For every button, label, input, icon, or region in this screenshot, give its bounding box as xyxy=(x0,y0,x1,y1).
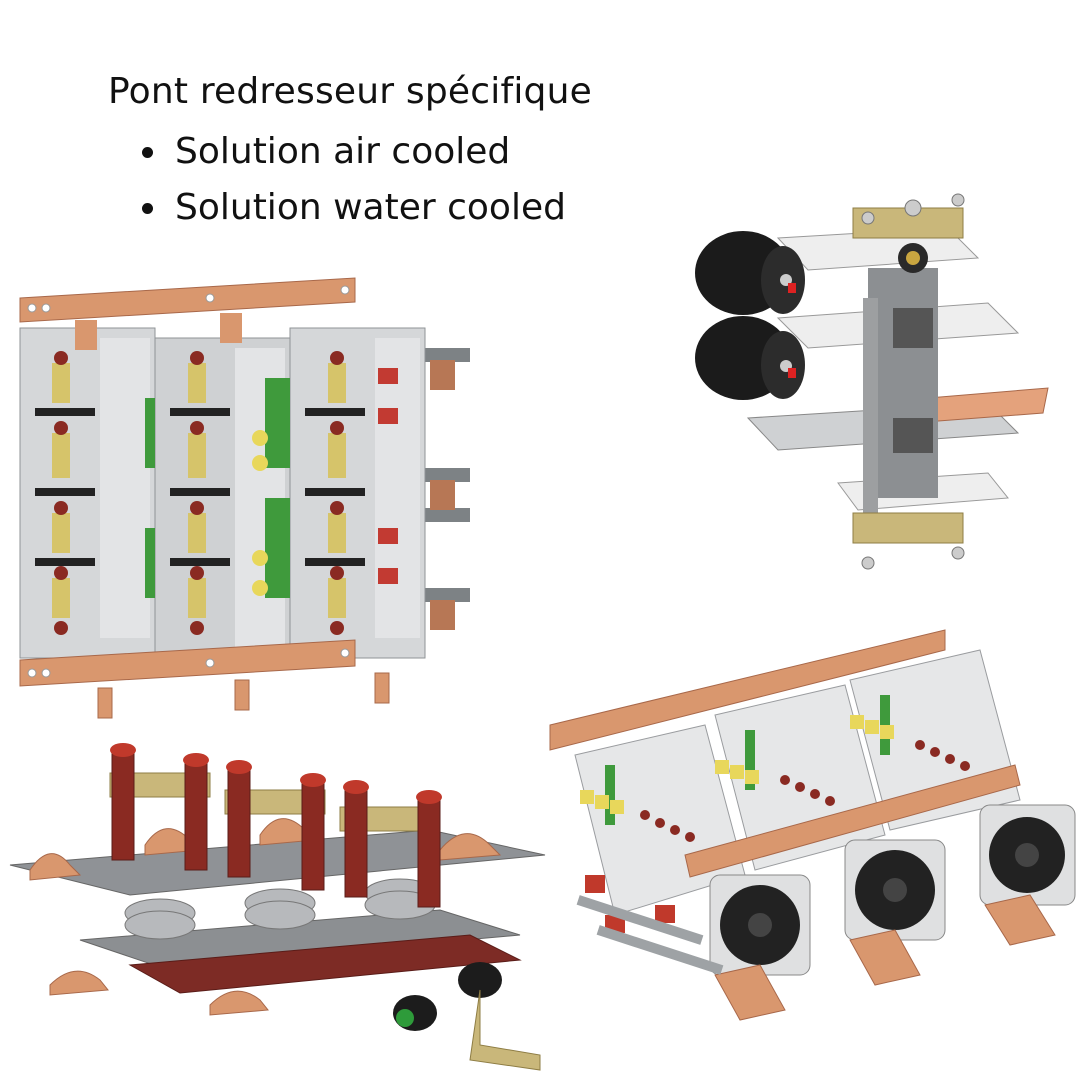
water-cooled-stacked-thyristor-assembly-icon xyxy=(695,193,1049,570)
bullet-icon xyxy=(142,202,153,214)
list-item: Solution water cooled xyxy=(142,180,566,236)
product-image-stacked-thyristor xyxy=(688,188,1058,580)
product-image-clamped-bridge xyxy=(0,735,555,1080)
bullet-icon xyxy=(142,146,153,158)
feature-list: Solution air cooled Solution water coole… xyxy=(142,124,566,236)
water-cooled-clamped-diode-bridge-icon xyxy=(9,743,546,1071)
product-image-fan-bridge xyxy=(545,615,1080,1035)
air-cooled-rectangular-rectifier-bridge-icon xyxy=(19,277,470,719)
air-cooled-fan-rectifier-bridge-icon xyxy=(549,629,1076,1021)
product-image-air-cooled-bridge xyxy=(10,268,480,728)
page-title: Pont redresseur spécifique xyxy=(108,71,592,112)
list-item: Solution air cooled xyxy=(142,124,566,180)
